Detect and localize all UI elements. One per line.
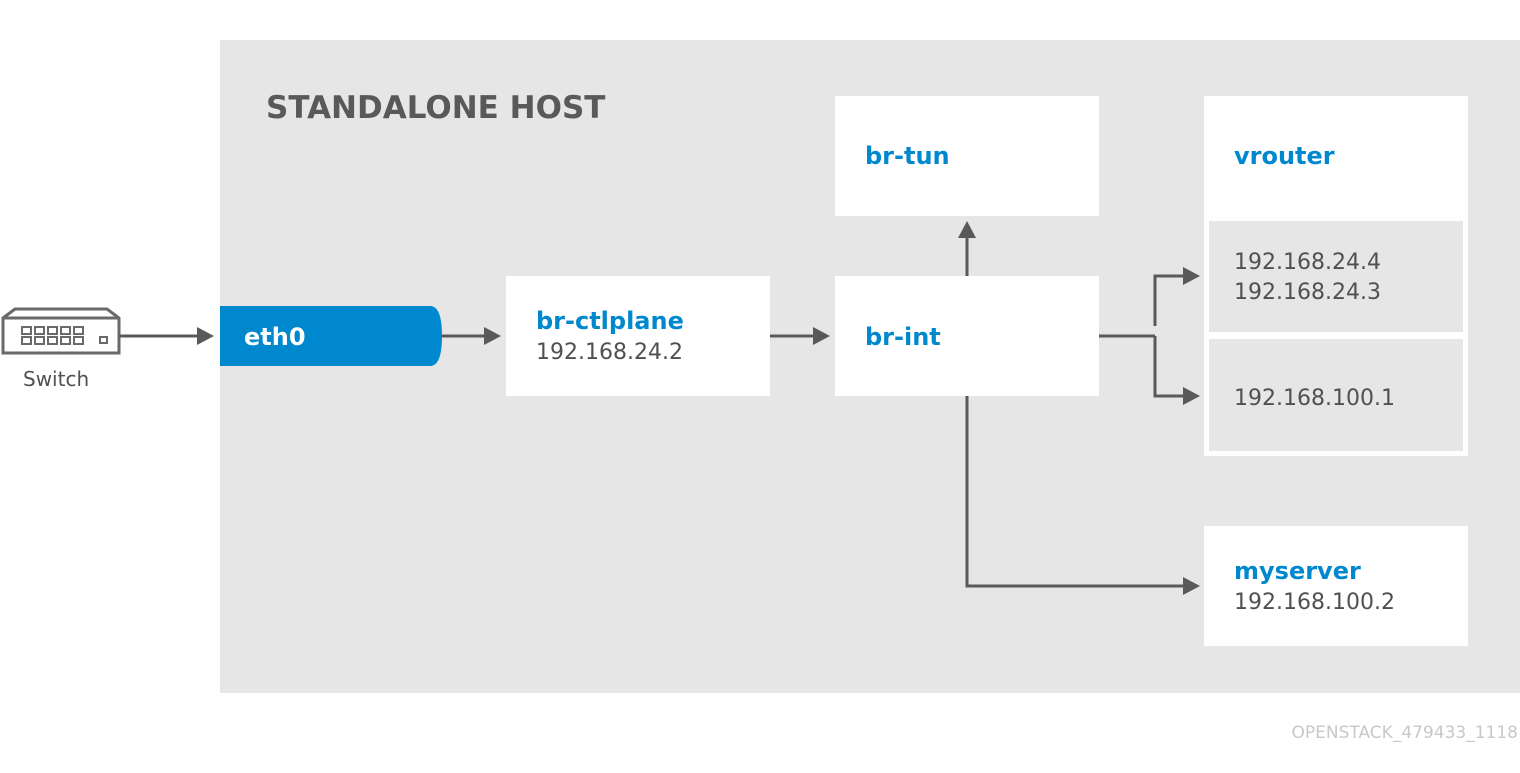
vrouter-port-2 bbox=[1209, 339, 1463, 451]
link-br-ctlplane-to-br-int bbox=[770, 327, 830, 345]
myserver-ip: 192.168.100.2 bbox=[1234, 590, 1395, 615]
switch-label: Switch bbox=[23, 367, 89, 391]
vrouter-port-1 bbox=[1209, 221, 1463, 332]
network-switch-icon bbox=[1, 307, 121, 355]
host-title: STANDALONE HOST bbox=[266, 90, 605, 126]
figure-watermark: OPENSTACK_479433_1118 bbox=[1292, 723, 1518, 743]
br-ctlplane-label: br-ctlplane bbox=[536, 307, 684, 335]
br-tun-label: br-tun bbox=[865, 142, 950, 170]
br-int-box bbox=[835, 276, 1099, 396]
myserver-label: myserver bbox=[1234, 557, 1361, 585]
link-switch-to-eth0 bbox=[119, 327, 214, 345]
br-int-label: br-int bbox=[865, 323, 941, 351]
link-eth0-to-br-ctlplane bbox=[442, 327, 501, 345]
link-br-int-to-vrouter bbox=[1099, 267, 1200, 405]
eth0-label: eth0 bbox=[244, 323, 306, 351]
vrouter-port-2-ip: 192.168.100.1 bbox=[1234, 386, 1395, 411]
vrouter-label: vrouter bbox=[1234, 142, 1335, 170]
link-br-int-to-myserver bbox=[965, 396, 1200, 595]
br-ctlplane-box bbox=[506, 276, 770, 396]
eth0-interface bbox=[220, 306, 442, 366]
vrouter-port-1-ip-1: 192.168.24.4 bbox=[1234, 250, 1381, 275]
myserver-box bbox=[1204, 526, 1468, 646]
link-br-int-to-br-tun bbox=[958, 221, 976, 276]
vrouter-port-1-ip-2: 192.168.24.3 bbox=[1234, 280, 1381, 305]
br-tun-box bbox=[835, 96, 1099, 216]
br-ctlplane-ip: 192.168.24.2 bbox=[536, 340, 683, 365]
